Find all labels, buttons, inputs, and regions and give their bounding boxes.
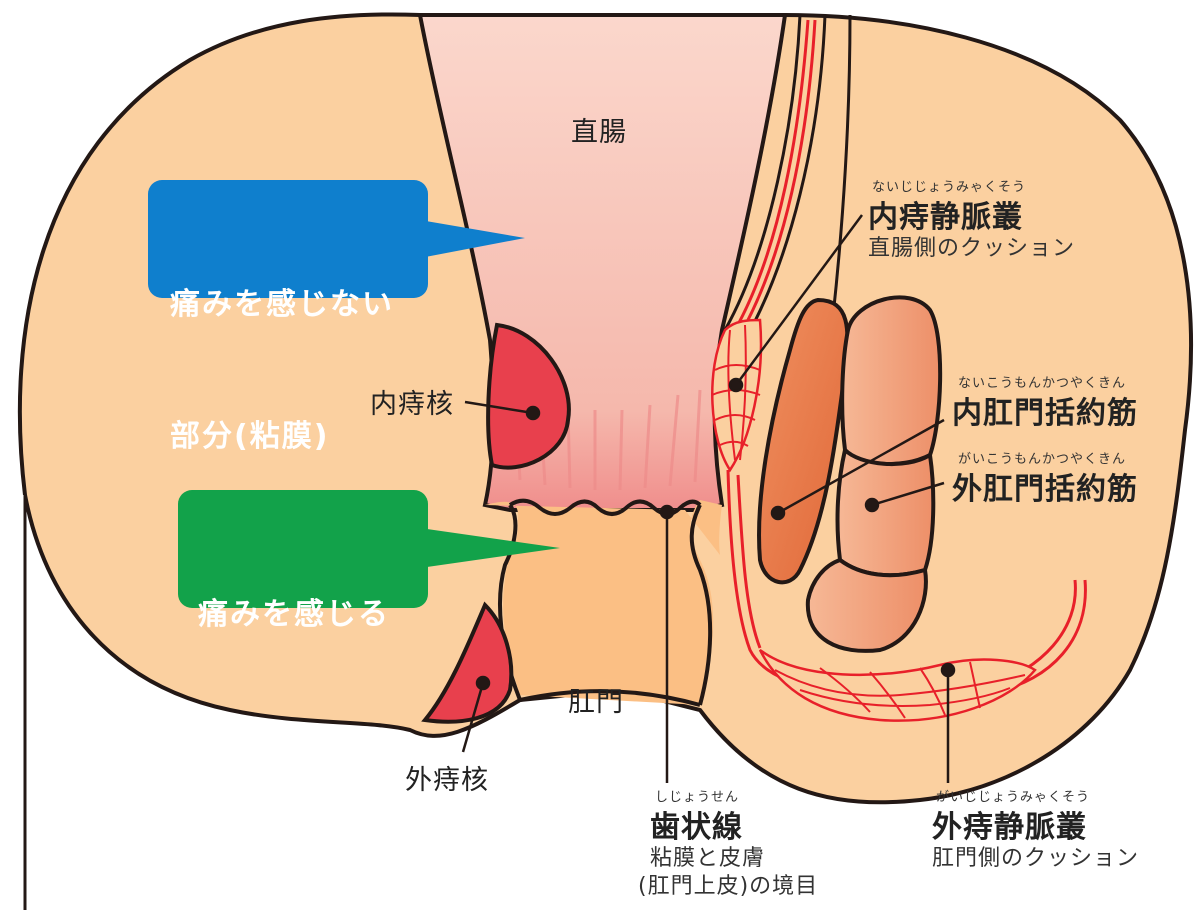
internal-sphincter-name: 内肛門括約筋 [952, 396, 1138, 431]
anal-canal-skin [485, 500, 722, 705]
dentate-line-desc2: (肛門上皮)の境目 [638, 874, 819, 899]
callout-painless [148, 180, 525, 298]
external-plexus-ruby: がいじじょうみゃくそう [936, 790, 1091, 805]
callout-painless-text: 痛みを感じない 部分(粘膜) [170, 195, 394, 503]
external-venous-plexus [758, 648, 1037, 722]
anus-label: 肛門 [568, 687, 624, 718]
leader-external-sphincter [871, 481, 945, 507]
rectum-label: 直腸 [571, 117, 627, 148]
leader-external-hemorrhoid [461, 682, 485, 753]
external-hemorrhoid-shape [421, 601, 514, 724]
external-hemorrhoid-label: 外痔核 [405, 765, 489, 796]
leader-internal-sphincter [777, 418, 945, 515]
external-plexus-name: 外痔静脈叢 [932, 810, 1087, 845]
callout-painless-line1: 痛みを感じない [170, 287, 394, 322]
callout-painless-line2: 部分(粘膜) [170, 419, 330, 454]
dentate-line-desc1: 粘膜と皮膚 [650, 846, 766, 871]
internal-hemorrhoid-shape [486, 322, 571, 470]
internal-plexus-name: 内痔静脈叢 [868, 200, 1023, 235]
external-sphincter-middle [835, 446, 936, 578]
external-sphincter-ruby: がいこうもんかつやくきん [958, 452, 1127, 467]
leader-internal-plexus [734, 214, 864, 386]
callout-painful-line1: 痛みを感じる [198, 597, 390, 632]
external-plexus-desc: 肛門側のクッション [932, 846, 1140, 871]
external-sphincter-upper [840, 295, 943, 467]
internal-hemorrhoid-label: 内痔核 [370, 389, 454, 420]
internal-venous-plexus [711, 318, 763, 473]
internal-sphincter-ruby: ないこうもんかつやくきん [958, 376, 1127, 391]
external-sphincter-lower [805, 557, 928, 653]
anus-opening [519, 689, 701, 707]
dentate-line-name: 歯状線 [650, 810, 743, 845]
callout-painful-text: 痛みを感じる 部分(皮膚) [198, 505, 390, 813]
dentate-scallops [508, 498, 702, 516]
internal-plexus-desc: 直腸側のクッション [868, 236, 1076, 261]
external-sphincter-name: 外肛門括約筋 [952, 472, 1138, 507]
dentate-line-ruby: しじょうせん [655, 790, 740, 805]
callout-painful [178, 490, 560, 608]
callout-painful-line2: 部分(皮膚) [198, 729, 358, 764]
internal-plexus-ruby: ないじじょうみゃくそう [872, 180, 1027, 195]
leader-internal-hemorrhoid [464, 400, 534, 415]
